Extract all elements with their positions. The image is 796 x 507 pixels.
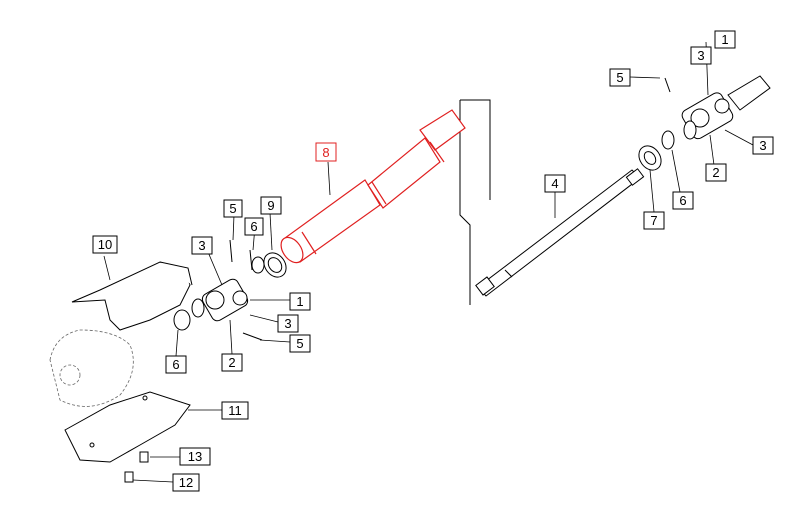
callout-box: 4 bbox=[544, 174, 566, 193]
callout-box: 3 bbox=[752, 136, 774, 155]
svg-text:3: 3 bbox=[198, 238, 205, 253]
callout-box: 1 bbox=[714, 30, 736, 49]
callout-box: 3 bbox=[690, 46, 712, 65]
svg-text:6: 6 bbox=[679, 193, 686, 208]
callout-box-highlighted: 8 bbox=[315, 142, 337, 162]
callout-box: 13 bbox=[179, 447, 211, 466]
svg-text:7: 7 bbox=[650, 213, 657, 228]
svg-text:2: 2 bbox=[712, 165, 719, 180]
callout-box: 10 bbox=[92, 235, 118, 254]
intermediate-shaft bbox=[475, 168, 645, 297]
svg-text:1: 1 bbox=[296, 294, 303, 309]
callout-box: 2 bbox=[705, 163, 727, 182]
callout-box: 5 bbox=[223, 199, 243, 218]
callout-box: 9 bbox=[260, 196, 282, 215]
callout-box: 6 bbox=[672, 191, 694, 210]
callout-box: 7 bbox=[643, 211, 665, 230]
leader-lines bbox=[103, 41, 754, 483]
callout-box: 11 bbox=[221, 401, 249, 420]
callout-box: 2 bbox=[221, 353, 243, 372]
upper-universal-joint bbox=[638, 75, 771, 171]
svg-text:5: 5 bbox=[296, 336, 303, 351]
svg-text:10: 10 bbox=[98, 237, 112, 252]
svg-text:4: 4 bbox=[551, 176, 558, 191]
svg-text:6: 6 bbox=[250, 219, 257, 234]
shaft-cover-highlighted bbox=[280, 109, 466, 264]
svg-text:12: 12 bbox=[179, 475, 193, 490]
svg-text:5: 5 bbox=[229, 201, 236, 216]
svg-text:3: 3 bbox=[759, 138, 766, 153]
svg-text:1: 1 bbox=[721, 32, 728, 47]
svg-text:8: 8 bbox=[322, 145, 329, 160]
svg-text:5: 5 bbox=[616, 70, 623, 85]
callout-box: 6 bbox=[165, 355, 187, 374]
column-cover-lower bbox=[64, 391, 191, 463]
svg-text:3: 3 bbox=[284, 316, 291, 331]
column-cover-upper bbox=[71, 261, 193, 331]
svg-text:11: 11 bbox=[228, 403, 242, 418]
svg-text:13: 13 bbox=[188, 449, 202, 464]
svg-text:9: 9 bbox=[267, 198, 274, 213]
shaft-frame-lines bbox=[459, 99, 491, 305]
svg-text:6: 6 bbox=[172, 357, 179, 372]
bolts bbox=[124, 451, 149, 483]
callout-box: 5 bbox=[289, 334, 311, 353]
steering-gear-housing bbox=[49, 329, 134, 407]
callout-box: 1 bbox=[289, 292, 311, 311]
callout-box: 12 bbox=[172, 473, 200, 492]
callout-box: 3 bbox=[191, 236, 213, 255]
svg-text:2: 2 bbox=[228, 355, 235, 370]
callout-box: 5 bbox=[609, 68, 631, 87]
svg-text:3: 3 bbox=[697, 48, 704, 63]
lower-universal-joint bbox=[191, 239, 265, 341]
callout-box: 6 bbox=[244, 217, 264, 236]
callout-box: 3 bbox=[277, 314, 299, 333]
seal-ring bbox=[263, 252, 287, 278]
callouts: 1 3 5 3 2 6 7 4 bbox=[92, 30, 774, 492]
